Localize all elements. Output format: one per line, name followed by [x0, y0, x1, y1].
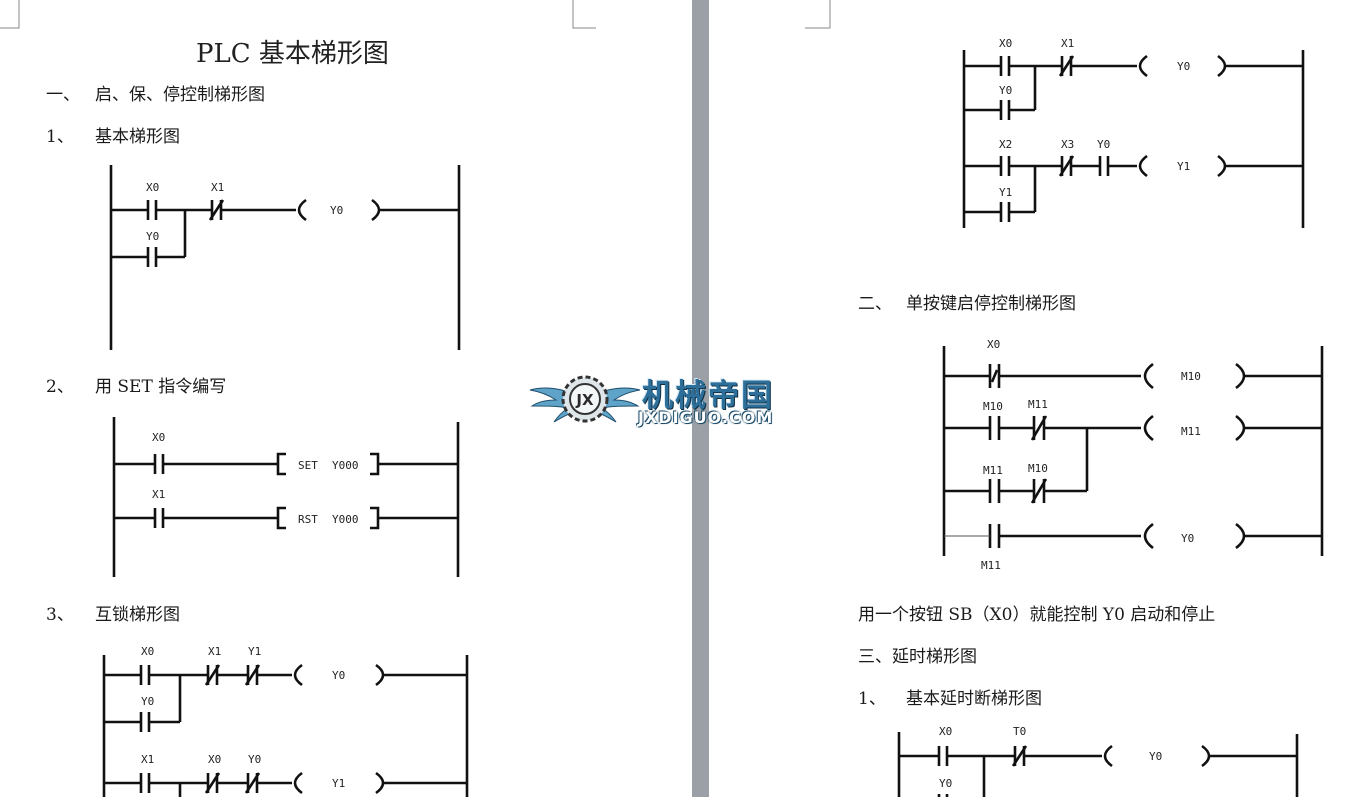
subheading-text: 用 SET 指令编写	[95, 377, 227, 397]
page-title: PLC 基本梯形图	[196, 39, 389, 69]
contact-label: Y0	[939, 777, 952, 790]
contact-label: X0	[152, 431, 165, 444]
contact-label: M10	[983, 400, 1003, 413]
contact-label: X0	[141, 645, 154, 658]
contact-label: X2	[999, 138, 1012, 151]
contact-label: Y0	[999, 84, 1012, 97]
subheading-number: 2、	[46, 377, 74, 397]
watermark-url: JXDIGUO.COM	[638, 408, 774, 427]
subheading-text: 互锁梯形图	[95, 605, 180, 625]
coil-label: Y0	[1149, 750, 1162, 763]
contact-label: M11	[981, 559, 1001, 572]
contact-label: X3	[1061, 138, 1074, 151]
ladder-diagram-set-rst: X0 X1 SET Y000 RST Y000	[112, 417, 460, 577]
subheading-text: 基本延时断梯形图	[906, 689, 1042, 709]
coil-label: Y1	[1177, 160, 1190, 173]
coil-label: Y0	[1181, 532, 1194, 545]
contact-label: X1	[208, 645, 221, 658]
diagram-caption: 用一个按钮 SB（X0）就能控制 Y0 启动和停止	[858, 605, 1216, 625]
winged-gear-logo: JX	[529, 375, 641, 423]
ladder-diagram-basic: X0 X1 Y0 Y0	[109, 165, 461, 350]
section-heading-number: 一、	[46, 85, 80, 105]
coil-label: M11	[1181, 425, 1201, 438]
coil-label: Y1	[332, 777, 345, 790]
section-heading: 三、延时梯形图	[858, 647, 977, 667]
contact-label: M11	[983, 464, 1003, 477]
contact-label: X1	[211, 181, 224, 194]
ladder-diagram-single-button: X0 M10 M10 M11 M11 M11 M10 M11 Y0	[942, 338, 1324, 572]
crop-mark-top-right	[572, 0, 596, 29]
contact-label: Y0	[1097, 138, 1110, 151]
contact-label: Y0	[146, 230, 159, 243]
contact-label: Y0	[248, 753, 261, 766]
subheading-number: 1、	[858, 689, 886, 709]
contact-label: X0	[208, 753, 221, 766]
section-heading-text: 启、保、停控制梯形图	[95, 85, 265, 105]
contact-label: M11	[1028, 398, 1048, 411]
contact-label: Y1	[999, 186, 1012, 199]
ladder-diagram-two-outputs: X0 X1 Y0 Y0 X2 X3 Y0 Y1 Y1	[962, 37, 1305, 228]
crop-mark-top-left	[0, 0, 20, 29]
contact-label: Y0	[141, 695, 154, 708]
subheading-number: 3、	[46, 605, 74, 625]
contact-label: T0	[1013, 725, 1026, 738]
contact-label: X0	[939, 725, 952, 738]
coil-label: Y0	[330, 204, 343, 217]
contact-label: X1	[141, 753, 154, 766]
contact-label: X1	[152, 488, 165, 501]
site-watermark: JX 机械帝国 JXDIGUO.COM	[528, 366, 828, 432]
contact-label: X0	[146, 181, 159, 194]
contact-label: X0	[999, 37, 1012, 50]
document-page-right: X0 X1 Y0 Y0 X2 X3 Y0 Y1 Y1 二、 单按键启停控制梯形图	[709, 0, 1351, 797]
instruction-target: Y000	[332, 459, 359, 472]
ladder-diagram-interlock: X0 X1 Y1 Y0 Y0 X1 X0 Y0 Y1	[102, 645, 469, 797]
coil-label: Y0	[332, 669, 345, 682]
section-heading-number: 二、	[858, 294, 892, 314]
logo-badge: JX	[575, 391, 594, 409]
subheading-text: 基本梯形图	[95, 127, 180, 147]
instruction-target: Y000	[332, 513, 359, 526]
watermark-title: 机械帝国	[642, 378, 774, 414]
crop-mark-top-left	[805, 0, 831, 29]
section-heading-text: 单按键启停控制梯形图	[906, 294, 1076, 314]
contact-label: Y1	[248, 645, 261, 658]
ladder-diagram-delay-off: X0 T0 Y0 Y0	[897, 725, 1299, 797]
page-gutter	[692, 0, 709, 797]
coil-label: M10	[1181, 370, 1201, 383]
contact-label: X0	[987, 338, 1000, 351]
coil-label: Y0	[1177, 60, 1190, 73]
contact-label: M10	[1028, 462, 1048, 475]
subheading-number: 1、	[46, 127, 74, 147]
instruction-op: SET	[298, 459, 318, 472]
contact-label: X1	[1061, 37, 1074, 50]
instruction-op: RST	[298, 513, 318, 526]
